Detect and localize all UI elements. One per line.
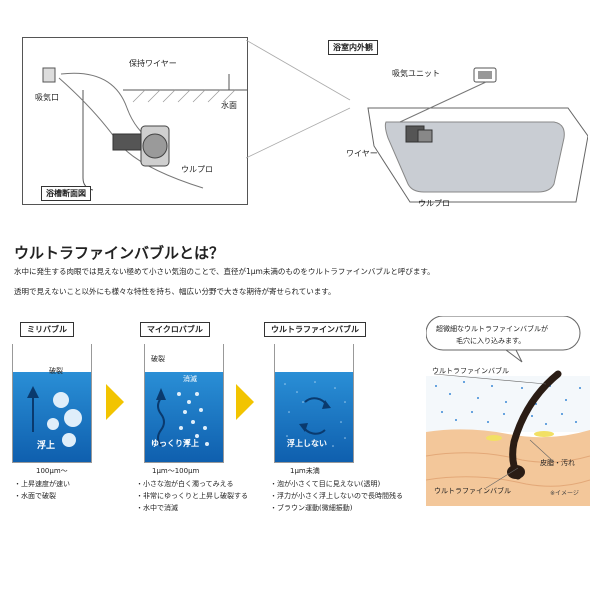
holding-wire-label: 保持ワイヤー	[129, 59, 177, 68]
skin-diagram: 超微細なウルトラファインバブルが 毛穴に入り込みます。 ウルトラファインバブル …	[426, 316, 590, 506]
milli-water	[13, 372, 91, 462]
callout-line-2: 毛穴に入り込みます。	[456, 337, 526, 345]
ufb-tag: ウルトラファインバブル	[264, 322, 366, 337]
milli-point-1: ・上昇速度が速い	[14, 480, 70, 488]
micro-vanish-label: 消滅	[183, 375, 197, 383]
arrow-right-2	[236, 384, 254, 420]
image-note: ※イメージ	[550, 490, 579, 497]
milli-bubble-glass: 破裂 浮上	[12, 344, 92, 463]
milli-bubble-tag: ミリバブル	[20, 322, 74, 337]
ufb-point-2: ・浮力が小さく浮上しないので長時間残る	[270, 492, 403, 500]
skin-drawing	[426, 316, 590, 506]
ufb-point-3: ・ブラウン運動(微細振動)	[270, 504, 353, 512]
bath-view-caption: 浴室内外観	[328, 40, 378, 55]
micro-burst-label: 破裂	[151, 355, 165, 363]
micro-water	[145, 372, 223, 462]
dirt-label: 皮脂・汚れ	[540, 459, 575, 467]
ufb-label-bottom: ウルトラファインバブル	[434, 487, 511, 495]
device-label-bath: ウルプロ	[418, 199, 450, 208]
ufb-label-top: ウルトラファインバブル	[432, 367, 509, 375]
wire-label: ワイヤー	[346, 149, 378, 158]
micro-point-1: ・小さな泡が白く濁ってみえる	[136, 480, 234, 488]
milli-points: ・上昇速度が速い ・水面で破裂	[14, 478, 70, 502]
ufb-points: ・泡が小さくて目に見えない(透明) ・浮力が小さく浮上しないので長時間残る ・ブ…	[270, 478, 403, 514]
ufb-water	[275, 372, 353, 462]
ufb-size: 1μm未満	[290, 467, 320, 475]
cross-section-panel: 保持ワイヤー 吸気口 水面 ウルプロ 浴槽断面図	[22, 37, 248, 205]
arrow-right-1	[106, 384, 124, 420]
micro-bubble-glass: 破裂 消滅 ゆっくり浮上	[144, 344, 224, 463]
milli-size: 100μm～	[36, 467, 68, 475]
micro-point-2: ・非常にゆっくりと上昇し破裂する	[136, 492, 248, 500]
milli-point-2: ・水面で破裂	[14, 492, 56, 500]
intro-line-1: 水中に発生する肉眼では見えない極めて小さい気泡のことで、直径が1μm未満のものを…	[14, 267, 435, 276]
micro-point-3: ・水中で消滅	[136, 504, 178, 512]
intake-unit-label: 吸気ユニット	[392, 69, 440, 78]
cross-section-drawing	[42, 67, 247, 191]
cross-section-caption: 浴槽断面図	[41, 186, 91, 201]
micro-size: 1μm～100μm	[152, 467, 200, 475]
device-label: ウルプロ	[181, 165, 213, 174]
water-surface-label: 水面	[221, 101, 237, 110]
ufb-drawing	[284, 381, 346, 447]
micro-points: ・小さな泡が白く濁ってみえる ・非常にゆっくりと上昇し破裂する ・水中で消滅	[136, 478, 248, 514]
bath-view: 浴室内外観 吸気ユニット ワイヤー ウルプロ	[328, 34, 588, 214]
milli-burst-label: 破裂	[49, 367, 63, 375]
micro-bubble-tag: マイクロバブル	[140, 322, 210, 337]
milli-action-label: 浮上	[37, 441, 56, 451]
intro-line-2: 透明で見えないこと以外にも様々な特性を持ち、幅広い分野で大きな期待が寄せられてい…	[14, 287, 336, 296]
ufb-action-label: 浮上しない	[287, 439, 327, 448]
micro-bubbles-drawing	[156, 388, 209, 447]
ufb-glass: 浮上しない	[274, 344, 354, 463]
zoom-connector	[246, 40, 351, 159]
callout-line-1: 超微細なウルトラファインバブルが	[436, 325, 548, 333]
ufb-point-1: ・泡が小さくて目に見えない(透明)	[270, 480, 381, 488]
micro-action-label: ゆっくり浮上	[151, 439, 199, 448]
intro-title: ウルトラファインバブルとは？	[14, 244, 225, 262]
intake-label: 吸気口	[35, 93, 59, 102]
milli-bubbles-drawing	[27, 386, 82, 447]
bathtub-drawing	[367, 67, 588, 203]
